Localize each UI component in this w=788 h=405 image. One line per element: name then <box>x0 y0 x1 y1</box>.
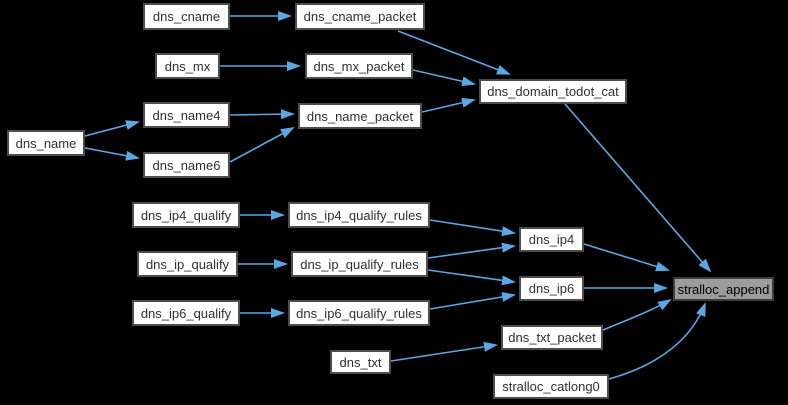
node-dns_cname_packet[interactable]: dns_cname_packet <box>295 3 425 30</box>
edge-dns_name-dns_name6 <box>84 147 140 161</box>
edge-dns_txt-dns_txt_packet <box>390 341 498 362</box>
node-dns_ip_qualify_rules[interactable]: dns_ip_qualify_rules <box>291 251 428 277</box>
node-dns_ip_qualify[interactable]: dns_ip_qualify <box>137 251 238 277</box>
node-dns_name4[interactable]: dns_name4 <box>143 102 230 128</box>
edge-dns_ip4_qualify_rules-dns_ip4 <box>429 219 516 237</box>
node-dns_ip4_qualify[interactable]: dns_ip4_qualify <box>132 202 240 228</box>
edge-dns_ip_qualify_rules-dns_ip6 <box>427 269 516 286</box>
node-dns_txt_packet[interactable]: dns_txt_packet <box>501 325 603 350</box>
edge-dns_txt_packet-stralloc_append <box>602 298 672 331</box>
node-dns_txt[interactable]: dns_txt <box>330 350 391 374</box>
node-dns_ip6_qualify[interactable]: dns_ip6_qualify <box>132 300 240 326</box>
edge-dns_name-dns_name4 <box>84 120 140 137</box>
node-dns_ip6_qualify_rules[interactable]: dns_ip6_qualify_rules <box>288 300 430 326</box>
node-dns_ip4[interactable]: dns_ip4 <box>519 227 584 252</box>
node-dns_mx[interactable]: dns_mx <box>155 53 220 79</box>
node-dns_name[interactable]: dns_name <box>7 130 85 156</box>
node-dns_cname[interactable]: dns_cname <box>143 3 230 30</box>
edge-dns_name_packet-dns_domain_todot_cat <box>421 97 476 113</box>
edge-dns_ip_qualify_rules-dns_ip4 <box>427 242 516 259</box>
edge-dns_ip6_qualify_rules-dns_ip6 <box>429 292 516 310</box>
edge-dns_cname_packet-dns_domain_todot_cat <box>397 30 511 75</box>
edge-dns_name4-dns_name_packet <box>229 109 295 120</box>
edge-dns_name6-dns_name_packet <box>229 127 295 163</box>
edge-dns_mx_packet-dns_domain_todot_cat <box>412 69 476 87</box>
node-dns_domain_todot_cat[interactable]: dns_domain_todot_cat <box>479 79 627 104</box>
edge-dns_ip4-stralloc_append <box>583 243 670 272</box>
node-dns_name6[interactable]: dns_name6 <box>143 152 230 178</box>
node-dns_mx_packet[interactable]: dns_mx_packet <box>305 53 413 79</box>
edge-stralloc_catlong0-stralloc_append <box>608 302 706 380</box>
node-dns_name_packet[interactable]: dns_name_packet <box>298 103 422 129</box>
node-stralloc_catlong0[interactable]: stralloc_catlong0 <box>493 374 609 399</box>
edge-dns_domain_todot_cat-stralloc_append <box>564 103 712 273</box>
node-dns_ip4_qualify_rules[interactable]: dns_ip4_qualify_rules <box>288 202 430 228</box>
node-stralloc_append: stralloc_append <box>673 277 774 301</box>
node-dns_ip6[interactable]: dns_ip6 <box>519 276 584 301</box>
